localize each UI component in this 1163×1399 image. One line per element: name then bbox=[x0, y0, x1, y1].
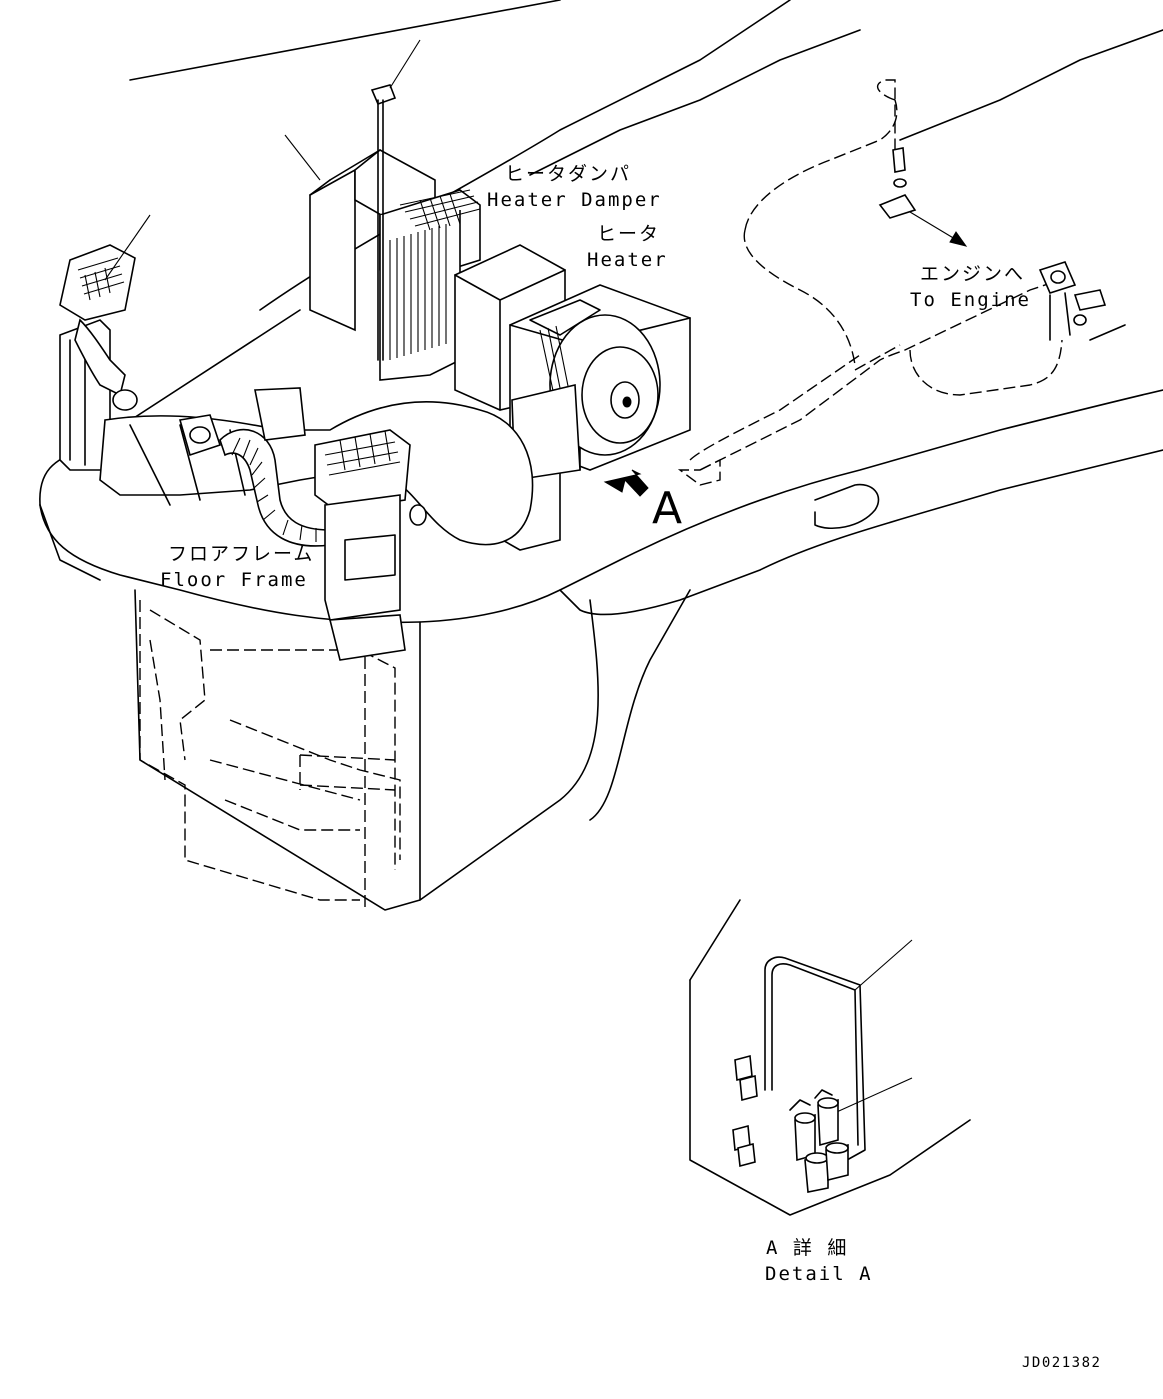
duct-assembly bbox=[59, 244, 534, 661]
drawing-number: JD021382 bbox=[1022, 1355, 1102, 1371]
bolt bbox=[370, 84, 397, 361]
detail-a-label-en: Detail A bbox=[765, 1263, 873, 1285]
floor-frame-label-jp: フロアフレーム bbox=[168, 543, 315, 565]
detail-a-label-jp: A 詳 細 bbox=[766, 1237, 849, 1259]
to-engine-arrow bbox=[909, 211, 968, 247]
leader-lines bbox=[104, 39, 913, 1116]
heater-unit bbox=[454, 244, 691, 551]
heater-damper bbox=[309, 149, 481, 381]
hidden-lines bbox=[139, 79, 1063, 910]
heater-damper-label-jp: ヒータダンパ bbox=[505, 163, 632, 185]
floor-frame-label-en: Floor Frame bbox=[160, 569, 308, 591]
heater-label-en: Heater bbox=[587, 249, 668, 271]
view-a-marker: A bbox=[652, 483, 683, 534]
heater-damper-label-en: Heater Damper bbox=[487, 189, 662, 211]
view-a-arrow bbox=[603, 469, 649, 497]
to-engine-label-en: To Engine bbox=[910, 289, 1031, 311]
detail-a-view bbox=[689, 899, 971, 1216]
engine-fittings bbox=[878, 147, 1126, 341]
heater-label-jp: ヒータ bbox=[597, 223, 661, 245]
to-engine-label-jp: エンジンへ bbox=[920, 263, 1026, 285]
heater-damper-grille bbox=[389, 189, 481, 360]
